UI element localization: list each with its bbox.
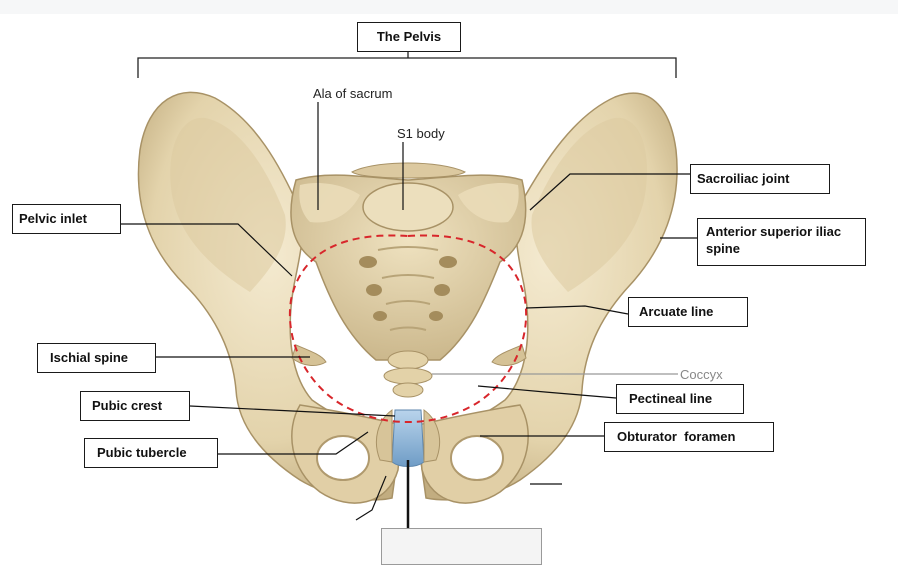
sacrum xyxy=(290,174,527,361)
pubic-body-right xyxy=(423,409,440,463)
leader-pubic-tubercle xyxy=(218,431,369,455)
blank-answer-box[interactable] xyxy=(381,528,542,565)
label-arcuate-line: Arcuate line xyxy=(628,297,748,327)
label-pubic-crest: Pubic crest xyxy=(80,391,190,421)
ala-of-sacrum-right xyxy=(458,183,519,223)
leader-extra-left xyxy=(355,475,387,521)
leader-sacroiliac xyxy=(529,173,690,211)
s1-body xyxy=(362,182,454,232)
label-pectineal-line: Pectineal line xyxy=(616,384,744,414)
label-asis: Anterior superior iliac spine xyxy=(697,218,866,266)
diagram-title: The Pelvis xyxy=(357,22,461,52)
label-pubic-tubercle: Pubic tubercle xyxy=(84,438,218,468)
leader-pectineal xyxy=(477,385,617,399)
leader-lines xyxy=(121,102,697,528)
top-bar xyxy=(0,0,898,14)
left-ischial-spine xyxy=(291,344,327,366)
leader-arcuate xyxy=(525,305,629,315)
sacral-foramina xyxy=(359,256,457,321)
pubic-symphysis xyxy=(391,409,425,467)
label-sacroiliac-joint: Sacroiliac joint xyxy=(690,164,830,194)
right-obturator-foramen xyxy=(450,435,504,481)
coccyx xyxy=(383,350,433,398)
title-bracket xyxy=(137,52,677,78)
left-obturator-foramen xyxy=(316,435,370,481)
leader-pelvic-inlet xyxy=(121,223,293,277)
right-ischial-spine xyxy=(491,344,527,366)
label-ala-of-sacrum: Ala of sacrum xyxy=(313,86,393,101)
label-s1-body: S1 body xyxy=(397,126,445,141)
sacral-ridges xyxy=(377,246,439,331)
left-iliac-fossa xyxy=(170,117,286,292)
label-pelvic-inlet: Pelvic inlet xyxy=(12,204,121,234)
pelvic-inlet-outline xyxy=(288,234,528,424)
leader-pubic-crest xyxy=(189,405,396,417)
ala-of-sacrum-left xyxy=(299,183,360,223)
pubic-body-left xyxy=(376,409,393,463)
lumbar-stub xyxy=(351,162,466,179)
right-iliac-fossa xyxy=(531,117,647,292)
label-ischial-spine: Ischial spine xyxy=(37,343,156,373)
label-obturator-foramen: Obturator foramen xyxy=(604,422,774,452)
label-coccyx: Coccyx xyxy=(680,367,723,382)
